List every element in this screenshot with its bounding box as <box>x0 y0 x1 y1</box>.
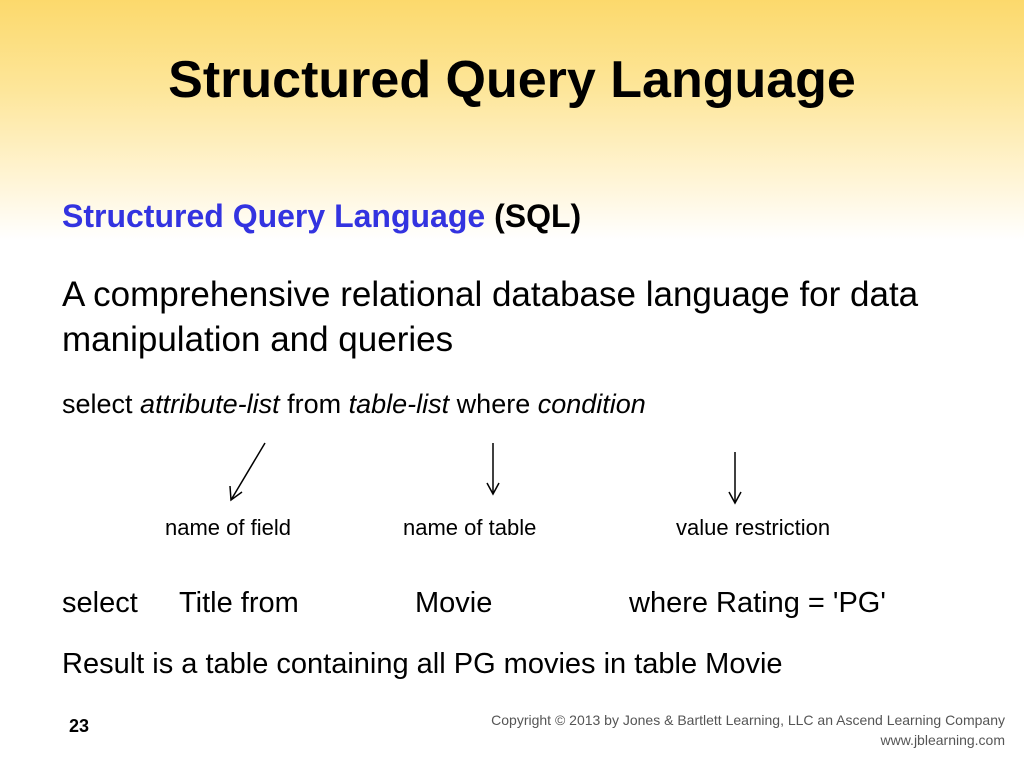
arrow-restriction <box>728 452 742 505</box>
sql-description: A comprehensive relational database lang… <box>62 275 919 359</box>
page-number: 23 <box>69 716 90 736</box>
example-title-from: Title from <box>179 587 299 619</box>
sql-heading-abbrev: (SQL) <box>485 198 582 234</box>
syntax-condition: condition <box>537 389 646 419</box>
label-value-restriction: value restriction <box>676 515 831 540</box>
label-name-of-table: name of table <box>403 515 537 540</box>
label-name-of-field: name of field <box>165 515 291 540</box>
sql-heading: Structured Query Language (SQL) <box>62 198 581 235</box>
slide-title: Structured Query Language <box>168 51 856 109</box>
example-where-clause: where Rating = 'PG' <box>629 587 886 619</box>
copyright-text: Copyright © 2013 by Jones & Bartlett Lea… <box>491 712 1005 728</box>
copyright-block: Copyright © 2013 by Jones & Bartlett Lea… <box>491 710 1005 750</box>
syntax-where-keyword: where <box>449 389 538 419</box>
syntax-select-keyword: select <box>62 389 141 419</box>
syntax-table-list: table-list <box>348 389 450 419</box>
result-text: Result is a table containing all PG movi… <box>62 648 783 680</box>
sql-syntax: select attribute-list from table-list wh… <box>62 389 646 420</box>
example-movie: Movie <box>415 587 493 619</box>
syntax-from-keyword: from <box>279 389 349 419</box>
syntax-attribute-list: attribute-list <box>140 389 280 419</box>
website-text: www.jblearning.com <box>880 732 1006 748</box>
sql-heading-term: Structured Query Language <box>62 198 486 234</box>
example-select: select <box>62 587 138 619</box>
arrow-field <box>229 442 266 502</box>
arrow-table <box>486 443 500 496</box>
